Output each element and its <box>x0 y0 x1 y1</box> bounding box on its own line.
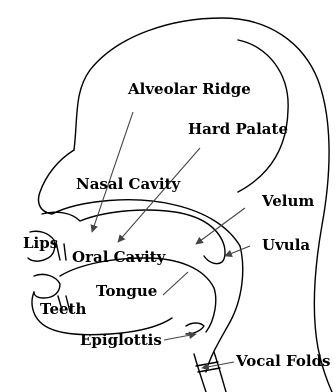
arrow-alveolar-ridge <box>92 112 133 232</box>
label-tongue: Tongue <box>96 282 157 300</box>
lower-lip <box>34 274 60 298</box>
epiglottis-contour <box>186 323 204 334</box>
label-lips: Lips <box>23 234 58 252</box>
label-hard-palate: Hard Palate <box>188 120 288 138</box>
arrow-tongue <box>163 272 188 295</box>
nasal-cavity-contour <box>39 150 241 246</box>
hard-palate-contour <box>42 210 222 240</box>
label-alveolar-ridge: Alveolar Ridge <box>128 80 251 98</box>
label-nasal-cavity: Nasal Cavity <box>76 175 180 193</box>
label-oral-cavity: Oral Cavity <box>72 248 165 266</box>
label-vocal-folds: Vocal Folds <box>236 352 331 370</box>
arrow-epiglottis <box>164 334 196 340</box>
skull-inner-curve <box>238 40 288 192</box>
label-uvula: Uvula <box>262 236 310 254</box>
label-velum: Velum <box>262 192 314 210</box>
label-teeth: Teeth <box>40 300 86 318</box>
velum-contour <box>204 240 225 264</box>
label-epiglottis: Epiglottis <box>80 331 162 349</box>
arrow-hard-palate <box>118 148 200 242</box>
arrow-uvula <box>225 246 250 256</box>
